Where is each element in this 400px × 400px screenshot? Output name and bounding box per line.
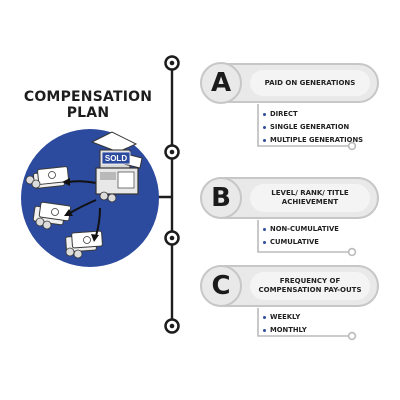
card-a-shape <box>200 62 379 151</box>
list-item: MONTHLY <box>262 324 307 337</box>
sold-sign: SOLD <box>101 151 131 165</box>
sold-sign-text: SOLD <box>105 154 127 163</box>
list-item: DIRECT <box>262 108 363 121</box>
page-title: COMPENSATION PLAN <box>8 89 168 121</box>
list-item: SINGLE GENERATION <box>262 121 363 134</box>
title-line-2: PLAN <box>66 105 110 121</box>
money-stack-icon <box>65 230 103 259</box>
card-b-heading: LEVEL/ RANK/ TITLE ACHIEVEMENT <box>271 189 349 206</box>
title-line-1: COMPENSATION <box>23 89 153 105</box>
card-a-letter: A <box>210 68 232 98</box>
compensation-illustration: SOLD <box>21 129 159 267</box>
money-stack-icon <box>32 201 72 230</box>
list-item: WEEKLY <box>262 311 307 324</box>
card-c-shape <box>200 265 379 341</box>
cash-register-icon <box>90 131 143 203</box>
card-a-heading: PAID ON GENERATIONS <box>264 79 356 87</box>
list-item: MULTIPLE GENERATIONS <box>262 134 363 147</box>
card-b-shape <box>200 177 379 257</box>
arrow-icon <box>67 180 101 237</box>
money-stack-icon <box>25 166 70 189</box>
card-c-heading: FREQUENCY OF COMPENSATION PAY-OUTS <box>258 277 362 294</box>
arrow-head-icon <box>62 178 70 186</box>
list-item: NON-CUMULATIVE <box>262 223 339 236</box>
timeline-node <box>164 55 180 71</box>
card-b-list: NON-CUMULATIVE CUMULATIVE <box>262 223 339 249</box>
arrow-head-icon <box>64 209 73 216</box>
card-c-list: WEEKLY MONTHLY <box>262 311 307 337</box>
list-item: CUMULATIVE <box>262 236 339 249</box>
timeline-node <box>164 144 180 160</box>
card-a-list: DIRECT SINGLE GENERATION MULTIPLE GENERA… <box>262 108 363 147</box>
timeline-node <box>164 230 180 246</box>
timeline-node <box>164 318 180 334</box>
card-c-letter: C <box>211 271 231 301</box>
arrow-head-icon <box>91 234 99 242</box>
card-b-letter: B <box>211 183 231 213</box>
